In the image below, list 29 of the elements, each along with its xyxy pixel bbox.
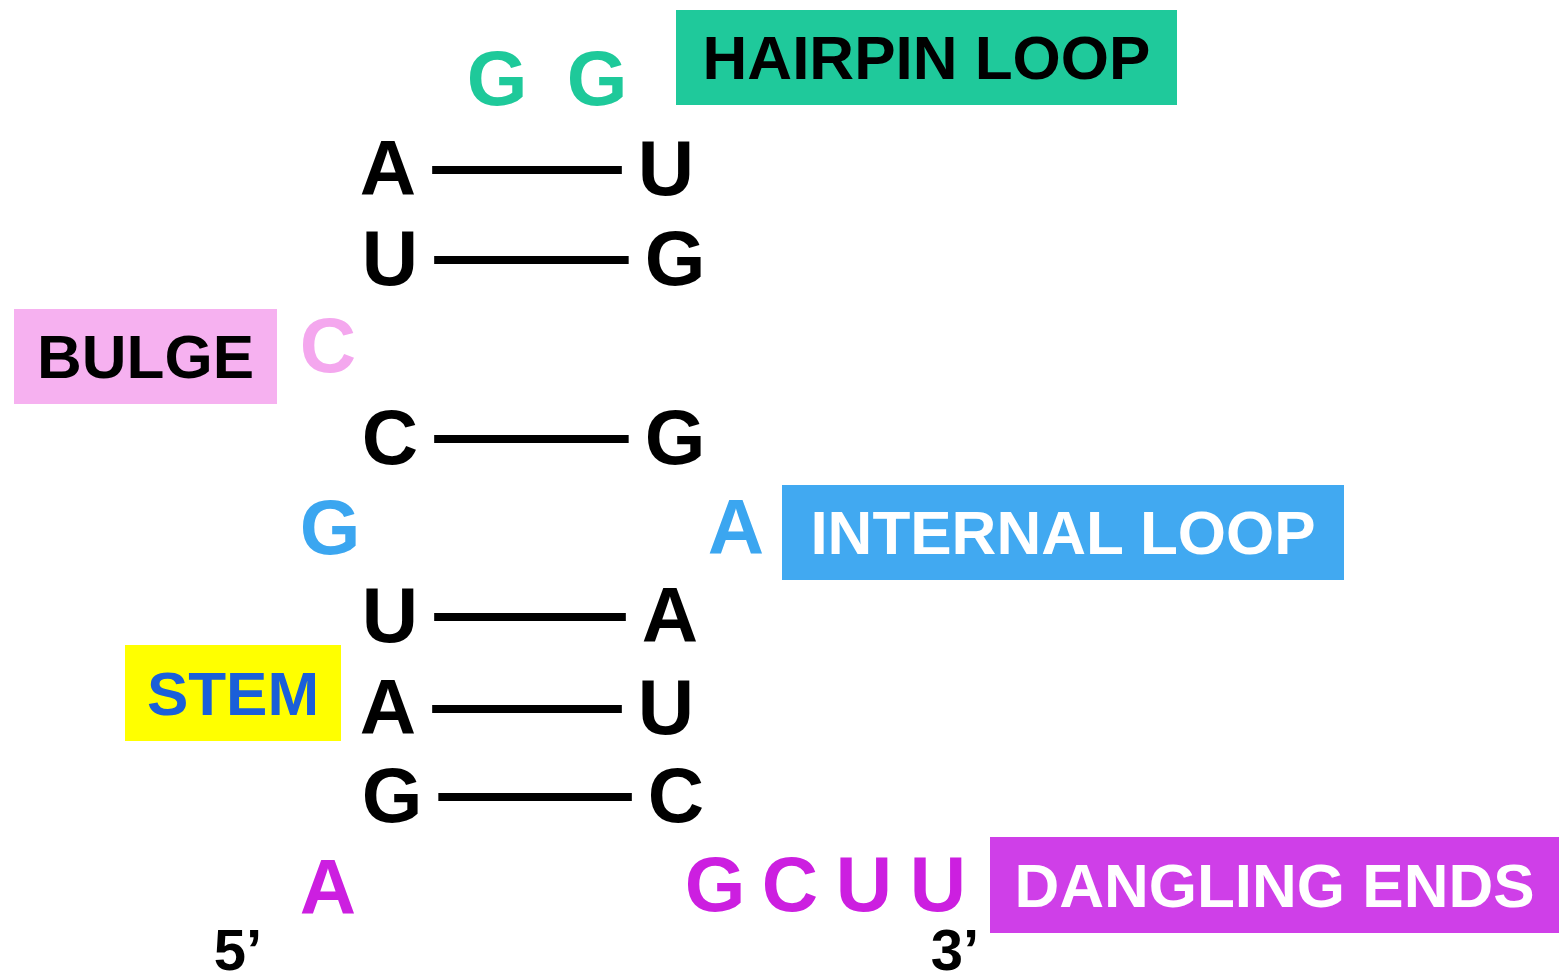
base-letter: U [908, 845, 968, 923]
end-label: 5’ [212, 921, 264, 978]
base-letter: A [355, 129, 421, 207]
base-letter: U [633, 129, 699, 207]
base-letter: G [357, 756, 427, 834]
base-letter: G [465, 39, 529, 117]
base-letter: G [640, 219, 710, 297]
region-label: DANGLING ENDS [990, 837, 1559, 933]
region-label: BULGE [14, 309, 277, 404]
base-letter: C [357, 398, 423, 476]
base-letter: A [706, 488, 766, 566]
base-letter: U [834, 845, 894, 923]
base-letter: A [355, 668, 421, 746]
base-letter: G [683, 845, 747, 923]
base-letter: C [298, 306, 358, 384]
base-letter: A [298, 848, 358, 926]
region-label: STEM [125, 645, 341, 741]
base-letter: A [637, 576, 703, 654]
region-label: INTERNAL LOOP [782, 485, 1344, 580]
base-letter: U [357, 219, 423, 297]
base-letter: U [357, 576, 423, 654]
base-letter: C [643, 756, 709, 834]
end-label: 3’ [929, 921, 981, 978]
base-letter: G [565, 39, 629, 117]
base-letter: G [298, 488, 362, 566]
base-letter: G [640, 398, 710, 476]
base-letter: U [633, 668, 699, 746]
region-label: HAIRPIN LOOP [676, 10, 1177, 105]
base-letter: C [760, 845, 820, 923]
